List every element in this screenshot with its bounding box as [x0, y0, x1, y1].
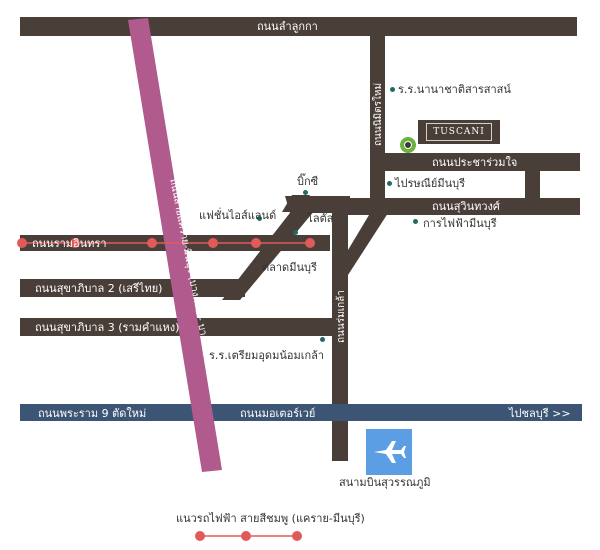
location-pin-center [404, 141, 412, 149]
road-pracharuamjai [385, 153, 580, 171]
label-ramintra: ถนนรามอินทรา [32, 237, 107, 250]
station-2 [70, 238, 80, 248]
airplane-icon [366, 429, 412, 475]
poi-dot-school-nana [390, 87, 395, 92]
label-bigc: บิ๊กซี [297, 175, 319, 188]
pink-line-track [128, 18, 222, 472]
station-6 [305, 238, 315, 248]
legend-pink-line: แนวรถไฟฟ้า สายสีชมพู (แคราย-มีนบุรี) [176, 512, 365, 525]
road-rama9-motorway [20, 404, 582, 421]
station-5 [251, 238, 261, 248]
label-lamlukka: ถนนลำลูกกา [257, 20, 318, 33]
road-pracharuamjai-spur [525, 171, 540, 199]
poi-dot-fashion-island [257, 216, 262, 221]
label-lotus: โลตัส [307, 212, 334, 225]
poi-dot-school-triam [320, 337, 325, 342]
label-suwinthawong: ถนนสุวินทวงศ์ [432, 200, 500, 213]
label-electric: การไฟฟ้ามีนบุรี [423, 217, 497, 230]
label-sukhaphiban3: ถนนสุขาภิบาล 3 (รามคำแหง) [35, 321, 180, 334]
label-chonburi: ไปชลบุรี >> [509, 407, 571, 420]
label-post-office: ไปรษณีย์มีนบุรี [395, 177, 465, 190]
label-nimit-mai: ถนนนิมิตรใหม่ [373, 82, 384, 146]
road-suwinthawong [345, 198, 580, 215]
tuscani-logo: TUSCANI [418, 120, 500, 144]
tuscani-brand: TUSCANI [426, 123, 492, 141]
label-motorway: ถนนมอเตอร์เวย์ [240, 407, 316, 420]
poi-dot-bigc [303, 190, 308, 195]
road-diagonal-right [348, 210, 390, 275]
label-school-triam: ร.ร.เตรียมอุดมน้อมเกล้า [209, 349, 325, 362]
legend-station-2 [241, 531, 251, 541]
label-airport: สนามบินสุวรรณภูมิ [339, 476, 431, 489]
legend-station-1 [195, 531, 205, 541]
label-fashion-island: แฟชั่นไอส์แลนด์ [199, 209, 277, 222]
station-1 [17, 238, 27, 248]
poi-dot-post-office [387, 181, 392, 186]
poi-dot-lotus [293, 230, 298, 235]
station-3 [147, 238, 157, 248]
road-nimit-mai [370, 30, 385, 215]
road-lamlukka [20, 17, 577, 36]
legend-station-3 [292, 531, 302, 541]
label-romklao: ถนนร่มเกล้า [336, 290, 347, 343]
poi-dot-electric [413, 219, 418, 224]
label-minburi-market: ตลาดมีนบุรี [262, 261, 317, 274]
station-4 [208, 238, 218, 248]
label-sukhaphiban2: ถนนสุขาภิบาล 2 (เสรีไทย) [35, 282, 163, 295]
label-pracharuamjai: ถนนประชาร่วมใจ [432, 156, 518, 169]
label-school-nana: ร.ร.นานาชาติสารสาสน์ [398, 83, 511, 96]
label-rama9: ถนนพระราม 9 ตัดใหม่ [38, 407, 147, 420]
